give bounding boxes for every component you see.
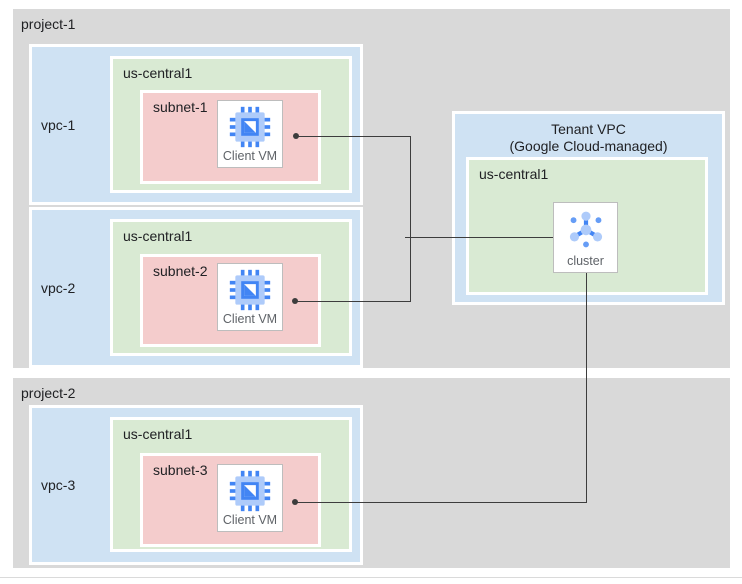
compute-engine-chip-icon — [229, 106, 271, 148]
connector-vm3-horizontal — [295, 502, 587, 503]
project-1-label: project-1 — [21, 16, 76, 32]
client-vm-node-1: Client VM — [217, 100, 283, 168]
cluster-hub-icon — [569, 211, 602, 248]
client-vm-node-2: Client VM — [217, 263, 283, 331]
client-vm-label: Client VM — [222, 149, 278, 163]
client-vm-label: Client VM — [222, 513, 278, 527]
subnet-3-label: subnet-3 — [153, 462, 208, 478]
cluster-node: cluster — [553, 202, 618, 273]
connector-vm1-horizontal — [296, 136, 411, 137]
tenant-vpc-title: Tenant VPC (Google Cloud-managed) — [455, 121, 722, 155]
vpc-3-label: vpc-3 — [41, 477, 76, 493]
connector-vm2-horizontal — [295, 301, 411, 302]
subnet-2-label: subnet-2 — [153, 263, 208, 279]
vpc-1-region-label: us-central1 — [123, 65, 193, 81]
vpc-3-region-label: us-central1 — [123, 426, 193, 442]
vpc-2-region-label: us-central1 — [123, 228, 193, 244]
tenant-vpc-title-line1: Tenant VPC — [551, 121, 626, 137]
tenant-vpc-title-line2: (Google Cloud-managed) — [509, 138, 668, 154]
subnet-1-label: subnet-1 — [153, 99, 208, 115]
compute-engine-chip-icon — [229, 269, 271, 311]
vpc-1-label: vpc-1 — [41, 116, 76, 133]
client-vm-label: Client VM — [222, 312, 278, 326]
project-2-label: project-2 — [21, 385, 76, 401]
connector-cluster-vertical — [586, 273, 587, 503]
endpoint-dot-vm2 — [292, 298, 298, 304]
endpoint-dot-vm3 — [292, 499, 298, 505]
vpc-2-label: vpc-2 — [41, 279, 76, 296]
connector-to-cluster — [405, 237, 553, 238]
bottom-divider — [0, 577, 742, 578]
compute-engine-chip-icon — [229, 470, 271, 512]
cluster-label: cluster — [567, 254, 604, 268]
tenant-region-label: us-central1 — [479, 166, 549, 182]
connector-vertical-bus — [410, 136, 411, 302]
client-vm-node-3: Client VM — [217, 464, 283, 532]
endpoint-dot-vm1 — [293, 133, 299, 139]
